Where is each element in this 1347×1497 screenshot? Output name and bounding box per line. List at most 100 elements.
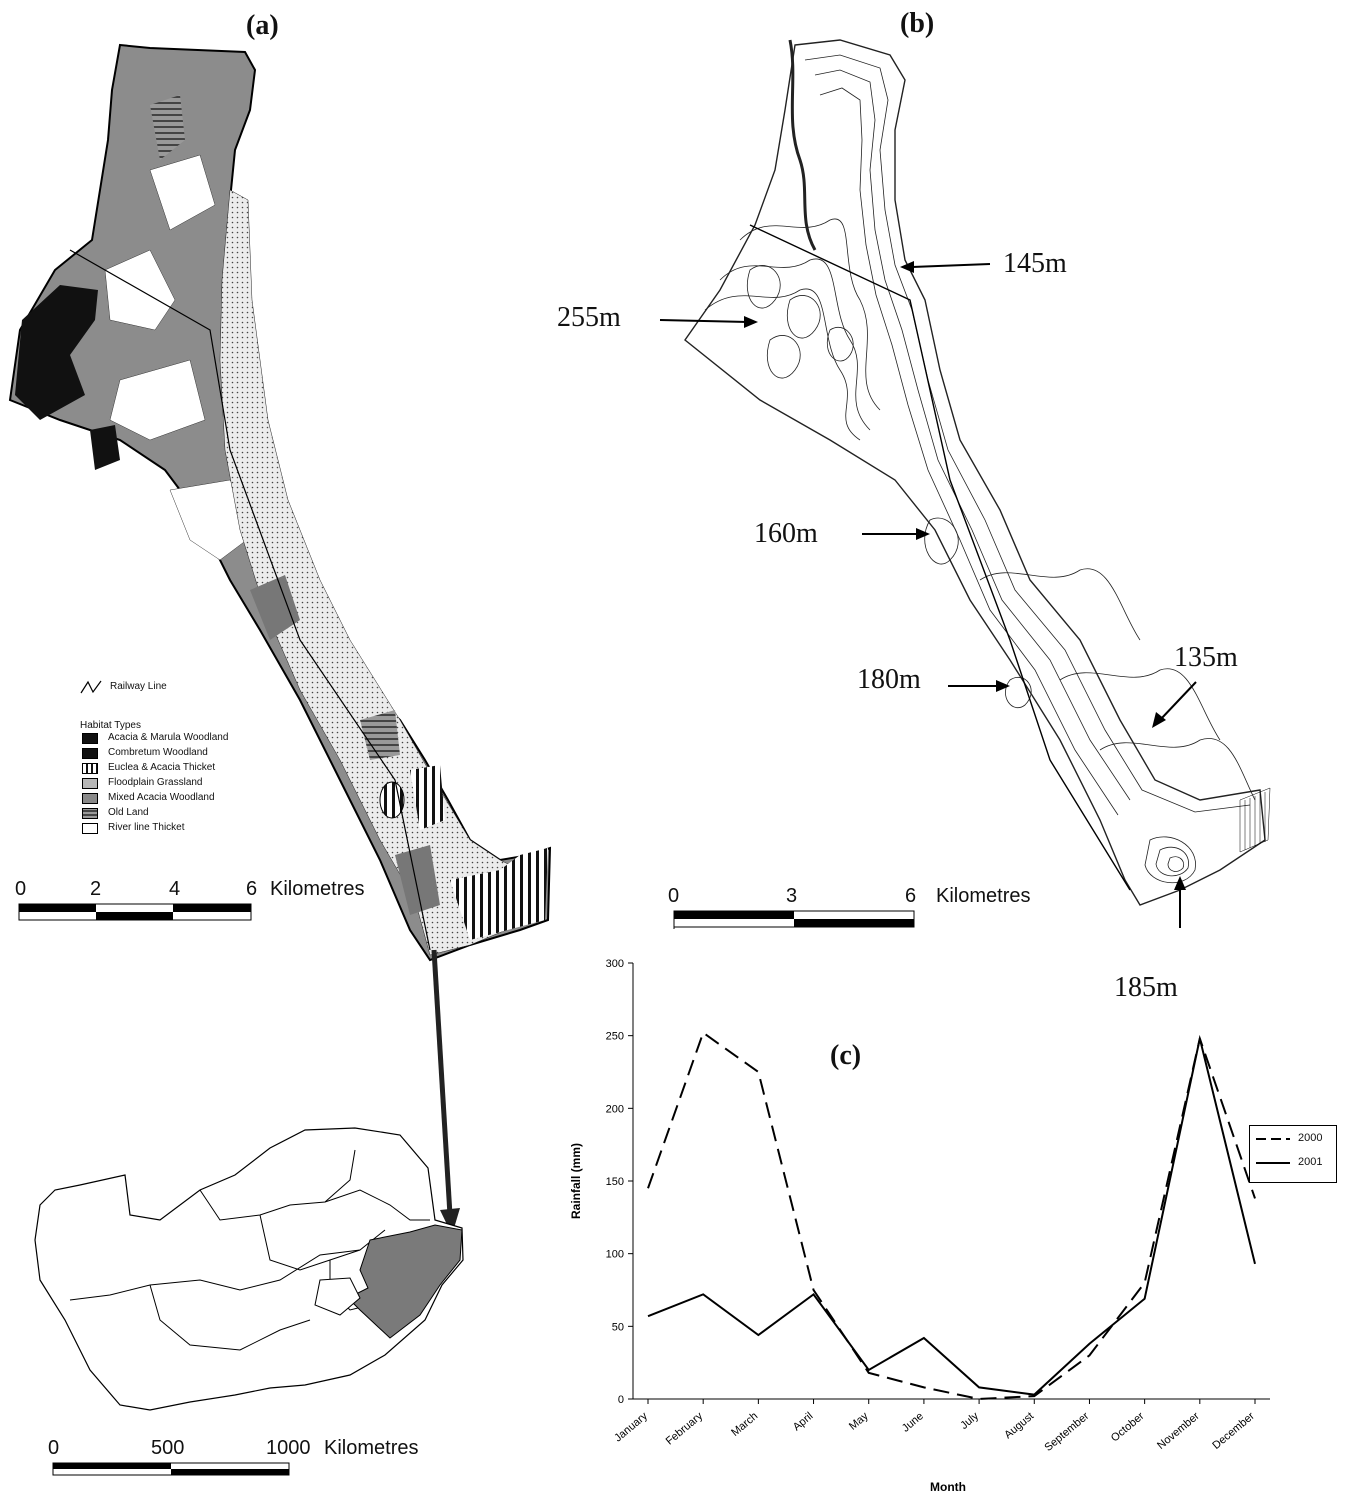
- y-tick-label: 50: [612, 1321, 624, 1333]
- y-tick-label: 100: [606, 1249, 624, 1261]
- x-tick-label: December: [1210, 1410, 1257, 1452]
- kwazulu-natal-region: [347, 1224, 463, 1339]
- railway-line-b: [749, 224, 1131, 891]
- riverline-thicket-patch-2: [450, 848, 548, 940]
- railway-icon: [80, 680, 102, 694]
- series-line-2000: [647, 1031, 1256, 1401]
- y-tick-label: 300: [606, 958, 624, 970]
- sa-province-line: [69, 1229, 386, 1301]
- legend-swatch-riverline: [82, 823, 98, 834]
- contour-outline: [684, 39, 1266, 906]
- x-tick-label: April: [791, 1410, 816, 1433]
- floodplain-patch-2: [395, 845, 440, 915]
- arrow-135: [1152, 681, 1197, 728]
- panel-c-label: (c): [830, 1040, 862, 1071]
- arrow-180: [948, 680, 1010, 692]
- x-tick-label: March: [729, 1410, 760, 1439]
- south-africa-map: [34, 1127, 464, 1411]
- x-tick-label: May: [847, 1410, 871, 1433]
- riverline-thicket-patch: [410, 765, 445, 830]
- x-tick-label: February: [664, 1410, 706, 1448]
- legend-swatch-old-land: [82, 808, 98, 819]
- panel-b-label: (b): [900, 8, 935, 39]
- scale-b-tick-6: 6: [905, 885, 917, 907]
- arrow-255: [659, 316, 758, 328]
- scale-b-tick-3: 3: [786, 885, 798, 907]
- legend-label-combretum: Combretum Woodland: [108, 747, 208, 758]
- old-land-patch: [150, 95, 185, 160]
- scale-sa-tick-500: 500: [151, 1437, 185, 1459]
- x-tick-label: October: [1109, 1410, 1147, 1445]
- scale-sa-unit: Kilometres: [324, 1437, 419, 1459]
- legend-label-riverline: River line Thicket: [108, 822, 185, 833]
- legend-label-mixed-acacia: Mixed Acacia Woodland: [108, 792, 215, 803]
- x-tick-label: November: [1155, 1410, 1202, 1452]
- y-tick-label: 0: [618, 1394, 624, 1406]
- x-tick-label: July: [958, 1410, 981, 1432]
- sa-province-line-2: [199, 1149, 356, 1221]
- sa-province-line-6: [324, 1189, 430, 1221]
- scale-sa-tick-1000: 1000: [266, 1437, 311, 1459]
- legend-line-2001: [1256, 1162, 1290, 1164]
- scale-a-tick-0: 0: [15, 878, 27, 900]
- chart-legend: 2000 2001: [1249, 1125, 1337, 1183]
- habitat-map: [8, 43, 552, 962]
- x-axis-title: Month: [930, 1480, 966, 1494]
- habitat-legend-title: Habitat Types: [80, 720, 141, 731]
- sa-province-line-3: [259, 1214, 361, 1271]
- y-tick-label: 200: [606, 1103, 624, 1115]
- y-axis-title: Rainfall (mm): [569, 1143, 583, 1219]
- elevation-label-255: 255m: [557, 302, 621, 333]
- elevation-label-160: 160m: [754, 518, 818, 549]
- scale-a-bar: [18, 903, 252, 921]
- legend-label-2001: 2001: [1298, 1156, 1323, 1168]
- sa-outline: [34, 1127, 464, 1411]
- acacia-marula-patch-2: [90, 425, 120, 470]
- legend-swatch-acacia-marula: [82, 733, 98, 744]
- scale-a-tick-4: 4: [169, 878, 181, 900]
- acacia-marula-patch: [15, 285, 98, 420]
- elevation-label-135: 135m: [1174, 642, 1238, 673]
- y-tick-label: 150: [606, 1176, 624, 1188]
- elevation-label-145: 145m: [1003, 248, 1067, 279]
- scale-b-bar: [673, 910, 915, 929]
- x-tick-label: August: [1002, 1410, 1036, 1441]
- legend-label-floodplain: Floodplain Grassland: [108, 777, 203, 788]
- combretum-patch-2: [109, 359, 206, 441]
- legend-label-acacia-marula: Acacia & Marula Woodland: [108, 732, 229, 743]
- legend-swatch-euclea: [82, 763, 98, 774]
- arrow-160: [862, 528, 930, 540]
- y-tick-label: 250: [606, 1031, 624, 1043]
- scale-a-tick-2: 2: [90, 878, 102, 900]
- scale-b-unit: Kilometres: [936, 885, 1031, 907]
- legend-label-2000: 2000: [1298, 1132, 1323, 1144]
- legend-label-euclea: Euclea & Acacia Thicket: [108, 762, 216, 773]
- scale-a-tick-6: 6: [246, 878, 258, 900]
- x-tick-label: January: [612, 1410, 650, 1445]
- elevation-label-180: 180m: [857, 664, 921, 695]
- railway-line: [69, 249, 431, 951]
- x-tick-label: June: [900, 1410, 926, 1435]
- thicket-circle: [379, 781, 405, 819]
- combretum-patch-4: [149, 154, 216, 231]
- scale-sa-tick-0: 0: [48, 1437, 60, 1459]
- panel-a-label: (a): [246, 10, 279, 41]
- arrow-145: [900, 261, 991, 273]
- x-tick-label: September: [1042, 1410, 1091, 1454]
- lesotho: [314, 1277, 361, 1316]
- contour-map: [684, 39, 1271, 906]
- arrow-185: [1174, 876, 1186, 928]
- old-land-patch-2: [360, 710, 400, 760]
- series-line-2001: [647, 1038, 1256, 1396]
- legend-swatch-combretum: [82, 748, 98, 759]
- scale-b-tick-0: 0: [668, 885, 680, 907]
- legend-swatch-floodplain: [82, 778, 98, 789]
- legend-swatch-mixed-acacia: [82, 793, 98, 804]
- elevation-label-185: 185m: [1114, 972, 1178, 1003]
- floodplain-patch: [250, 575, 300, 640]
- location-arrow: [431, 949, 460, 1235]
- sa-province-line-5: [149, 1284, 311, 1351]
- scale-sa-bar: [52, 1462, 290, 1476]
- legend-label-old-land: Old Land: [108, 807, 149, 818]
